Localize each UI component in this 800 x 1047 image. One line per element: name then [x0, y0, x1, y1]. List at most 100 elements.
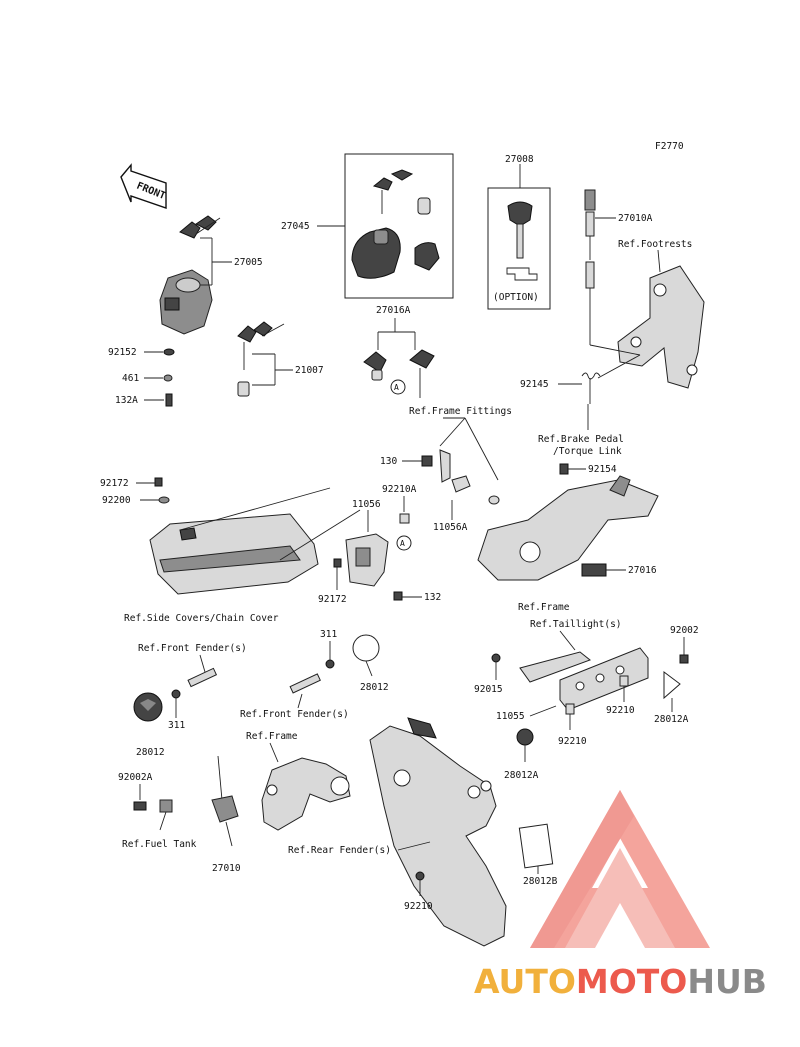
connector-27016-icon: [581, 563, 607, 577]
label-132A: 132A: [115, 395, 138, 406]
label-311-left: 311: [168, 720, 185, 731]
label-28012A-right: 28012A: [654, 714, 689, 725]
label-92002A: 92002A: [118, 772, 153, 783]
bolt-92002-icon: [679, 654, 689, 664]
watermark-auto: AUTO: [474, 962, 576, 1001]
ref-footrests-label: Ref.Footrests: [618, 239, 692, 250]
label-11056A: 11056A: [433, 522, 468, 533]
label-92152: 92152: [108, 347, 137, 358]
label-28012-right: 28012: [360, 682, 389, 693]
label-461: 461: [122, 373, 139, 384]
ref-frame-label-1: Ref.Frame: [518, 602, 570, 613]
nut-311-right-icon: [325, 659, 335, 669]
option-key-27008-icon: [506, 201, 538, 281]
label-28012B: 28012B: [523, 876, 558, 887]
bracket-11056-icon: [345, 533, 389, 587]
bolt-92172-lower-icon: [333, 558, 342, 568]
collar-92210A-icon: [399, 513, 410, 524]
label-130: 130: [380, 456, 397, 467]
label-92154: 92154: [588, 464, 617, 475]
nut-311-left-icon: [171, 689, 181, 699]
taillight-bracket-icon: [519, 647, 649, 711]
washer-92152-icon: [163, 348, 175, 356]
bolt-132A-icon: [165, 393, 173, 407]
option-key-box: [487, 187, 551, 310]
sensor-27010-icon: [211, 755, 239, 847]
reflector-28012-left-icon: [133, 692, 163, 722]
ref-side-covers-label: Ref.Side Covers/Chain Cover: [124, 613, 279, 624]
stay-bracket-icon: [439, 449, 500, 505]
label-11055: 11055: [496, 711, 525, 722]
ref-rear-fender-label: Ref.Rear Fender(s): [288, 845, 391, 856]
label-11056: 11056: [352, 499, 381, 510]
collar-92210-icon: [619, 675, 629, 687]
torque-link-label: /Torque Link: [553, 446, 622, 457]
footrest-bracket-icon: [617, 265, 705, 389]
option-label: (OPTION): [493, 292, 539, 303]
watermark-text: AUTOMOTOHUB: [474, 962, 767, 1001]
bolt-92002A-icon: [133, 801, 147, 811]
nut-92210-lower-icon: [415, 871, 425, 881]
label-92015: 92015: [474, 684, 503, 695]
label-27008: 27008: [505, 154, 534, 165]
reflector-28012-right-icon: [352, 634, 380, 662]
label-92210-mid: 92210: [558, 736, 587, 747]
key-set-27016A-icon: [363, 349, 435, 398]
bolt-92172-icon: [154, 477, 163, 487]
label-21007: 21007: [295, 365, 324, 376]
front-arrow-icon: FRONT: [120, 163, 167, 209]
ref-fuel-tank-label: Ref.Fuel Tank: [122, 839, 197, 850]
label-92210-lower: 92210: [404, 901, 433, 912]
bolt-92154-icon: [559, 463, 569, 475]
key-pair-21007-icon: [237, 321, 285, 397]
ref-frame-label-2: Ref.Frame: [246, 731, 298, 742]
bolt-130-icon: [421, 455, 433, 467]
label-92210A: 92210A: [382, 484, 417, 495]
label-92172-bottom: 92172: [318, 594, 347, 605]
grommet-92200-icon: [158, 496, 170, 504]
ref-front-fender-label-1: Ref.Front Fender(s): [138, 643, 247, 654]
rear-frame-icon: [477, 475, 659, 581]
label-27010A: 27010A: [618, 213, 653, 224]
nut-461-icon: [163, 374, 173, 382]
label-27016A: 27016A: [376, 305, 411, 316]
side-cover-icon: [149, 513, 319, 595]
switch-27010A-icon: [584, 189, 596, 345]
stud-front-fender-1-icon: [187, 667, 218, 688]
watermark-hub: HUB: [687, 962, 767, 1001]
label-311-right: 311: [320, 629, 337, 640]
label-92210-upper: 92210: [606, 705, 635, 716]
label-27045: 27045: [281, 221, 310, 232]
frame-mount-icon: [261, 757, 351, 831]
bolt-132-icon: [393, 591, 403, 601]
ref-taillight-label: Ref.Taillight(s): [530, 619, 622, 630]
reflector-28012A-right-icon: [663, 671, 681, 700]
circle-a-marker-1: A: [394, 383, 399, 392]
label-92200: 92200: [102, 495, 131, 506]
label-27016: 27016: [628, 565, 657, 576]
label-92145: 92145: [520, 379, 549, 390]
reflector-28012A-left-icon: [516, 728, 534, 746]
stud-front-fender-2-icon: [289, 673, 321, 694]
watermark-moto: MOTO: [575, 962, 688, 1001]
reflector-28012B-icon: [518, 823, 554, 869]
rear-fender-icon: [369, 717, 507, 947]
automotohub-logo-icon: [530, 790, 710, 948]
label-28012-left: 28012: [136, 747, 165, 758]
label-132: 132: [424, 592, 441, 603]
label-27005: 27005: [234, 257, 263, 268]
fuel-tank-bracket-icon: [159, 799, 173, 813]
collar-92210-mid-icon: [565, 703, 575, 715]
label-92002: 92002: [670, 625, 699, 636]
ref-front-fender-label-2: Ref.Front Fender(s): [240, 709, 349, 720]
label-28012A-left: 28012A: [504, 770, 539, 781]
label-27010: 27010: [212, 863, 241, 874]
ignition-switch-27005-icon: [159, 269, 213, 335]
figure-code: F2770: [655, 141, 684, 152]
ref-frame-fittings-label: Ref.Frame Fittings: [409, 406, 512, 417]
spring-92145-icon: [581, 372, 601, 404]
circle-a-marker-2: A: [400, 539, 405, 548]
key-set-27045-icon: [351, 169, 440, 279]
